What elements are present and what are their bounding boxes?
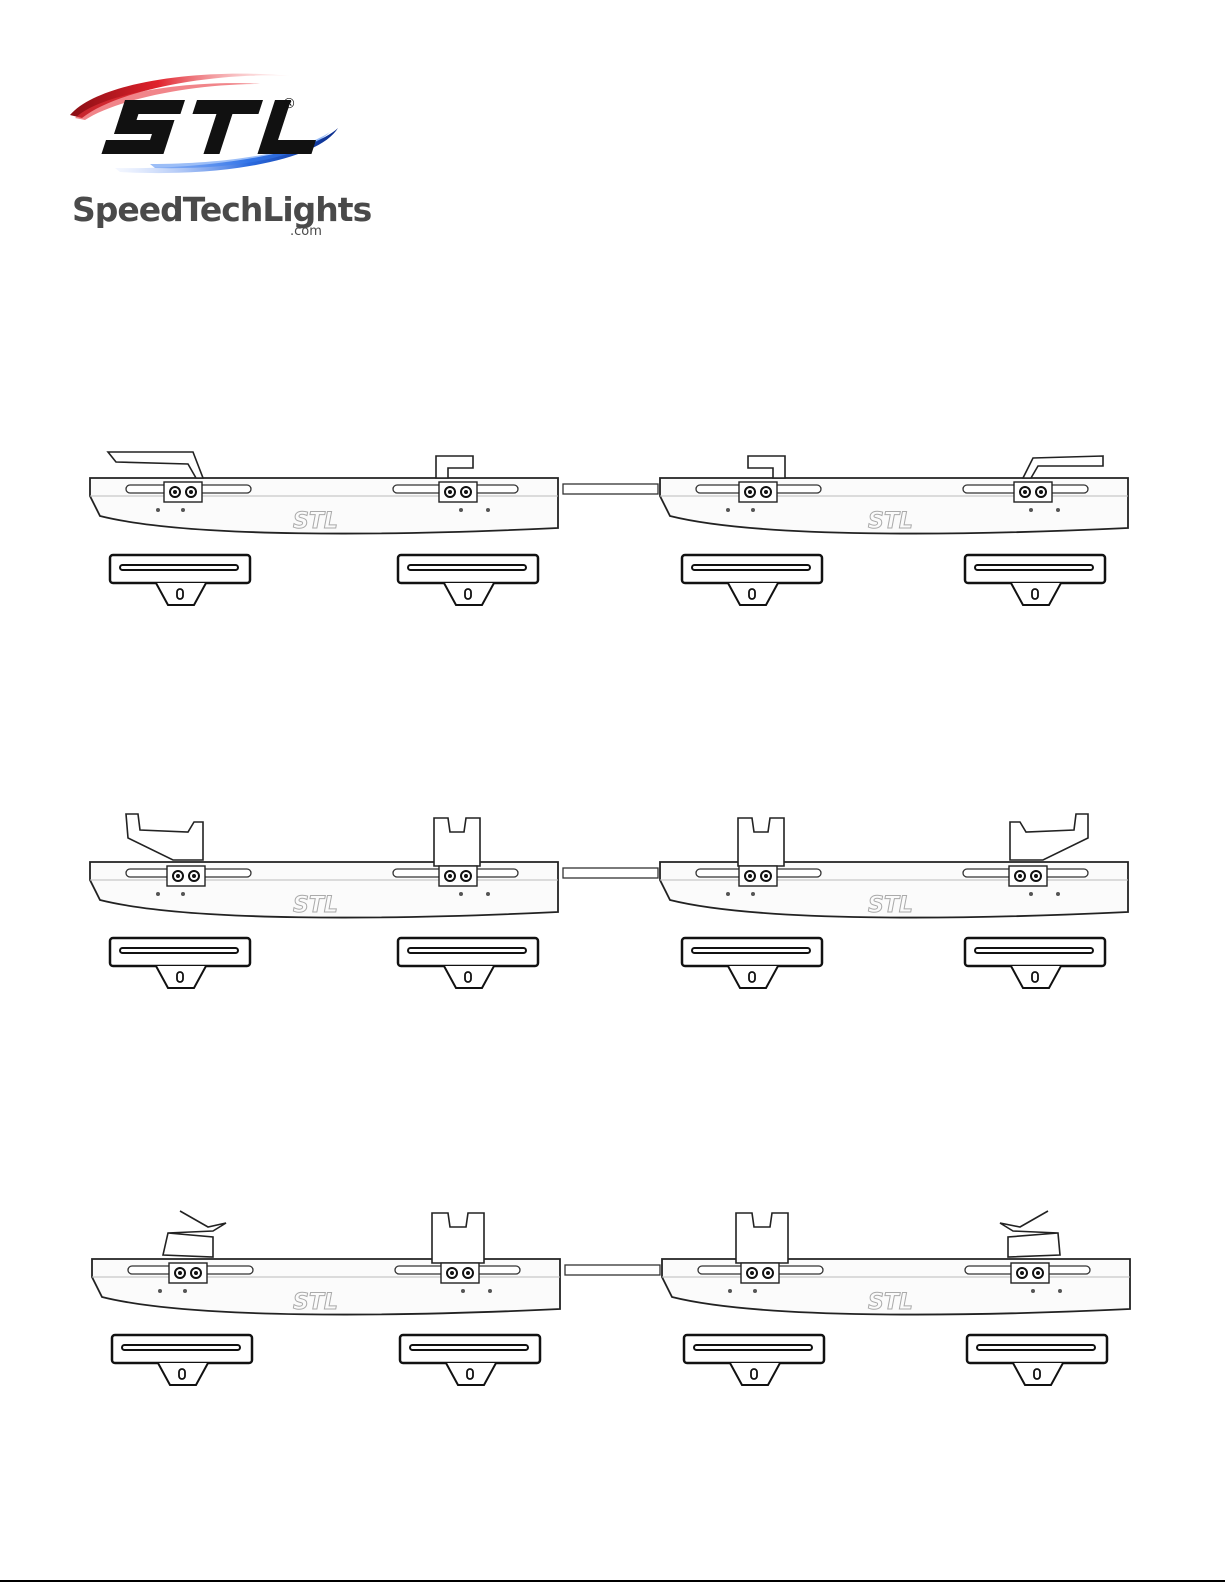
stl-swoosh-logo-graphic: ® <box>60 60 360 195</box>
bar-emblem: STL <box>293 1290 338 1315</box>
bar-emblem: STL <box>293 509 338 534</box>
mount-bracket <box>736 1213 788 1263</box>
mount-bracket <box>126 814 203 860</box>
mount-bracket <box>108 452 203 478</box>
brand-name: SpeedTechLights <box>72 190 371 229</box>
mount-bracket <box>436 456 473 478</box>
mount-bracket <box>748 456 785 478</box>
light-bar-diagram-3: STL STL <box>48 1195 1148 1455</box>
bar-emblem: STL <box>293 893 338 918</box>
mount-bracket <box>163 1211 226 1257</box>
light-bar-assembly: STL STL <box>48 1195 1148 1415</box>
light-bar-diagram-1: STL STL <box>48 418 1148 678</box>
mount-bracket <box>432 1213 484 1263</box>
mount-bracket <box>1023 456 1103 478</box>
bottom-rule <box>0 1580 1225 1582</box>
registered-mark: ® <box>282 96 296 112</box>
bar-emblem: STL <box>868 893 913 918</box>
light-bar-diagram-2: STL STL <box>48 800 1148 1060</box>
mount-bracket <box>434 818 480 866</box>
stl-logo: ® SpeedTechLights .com <box>60 60 360 245</box>
mount-bracket <box>1010 814 1088 860</box>
mount-bracket <box>738 818 784 866</box>
mount-bracket <box>1000 1211 1060 1257</box>
light-bar-assembly: STL STL <box>48 800 1148 1020</box>
bar-emblem: STL <box>868 1290 913 1315</box>
bar-emblem: STL <box>868 509 913 534</box>
brand-domain: .com <box>290 224 322 239</box>
light-bar-assembly: STL STL <box>48 418 1148 638</box>
